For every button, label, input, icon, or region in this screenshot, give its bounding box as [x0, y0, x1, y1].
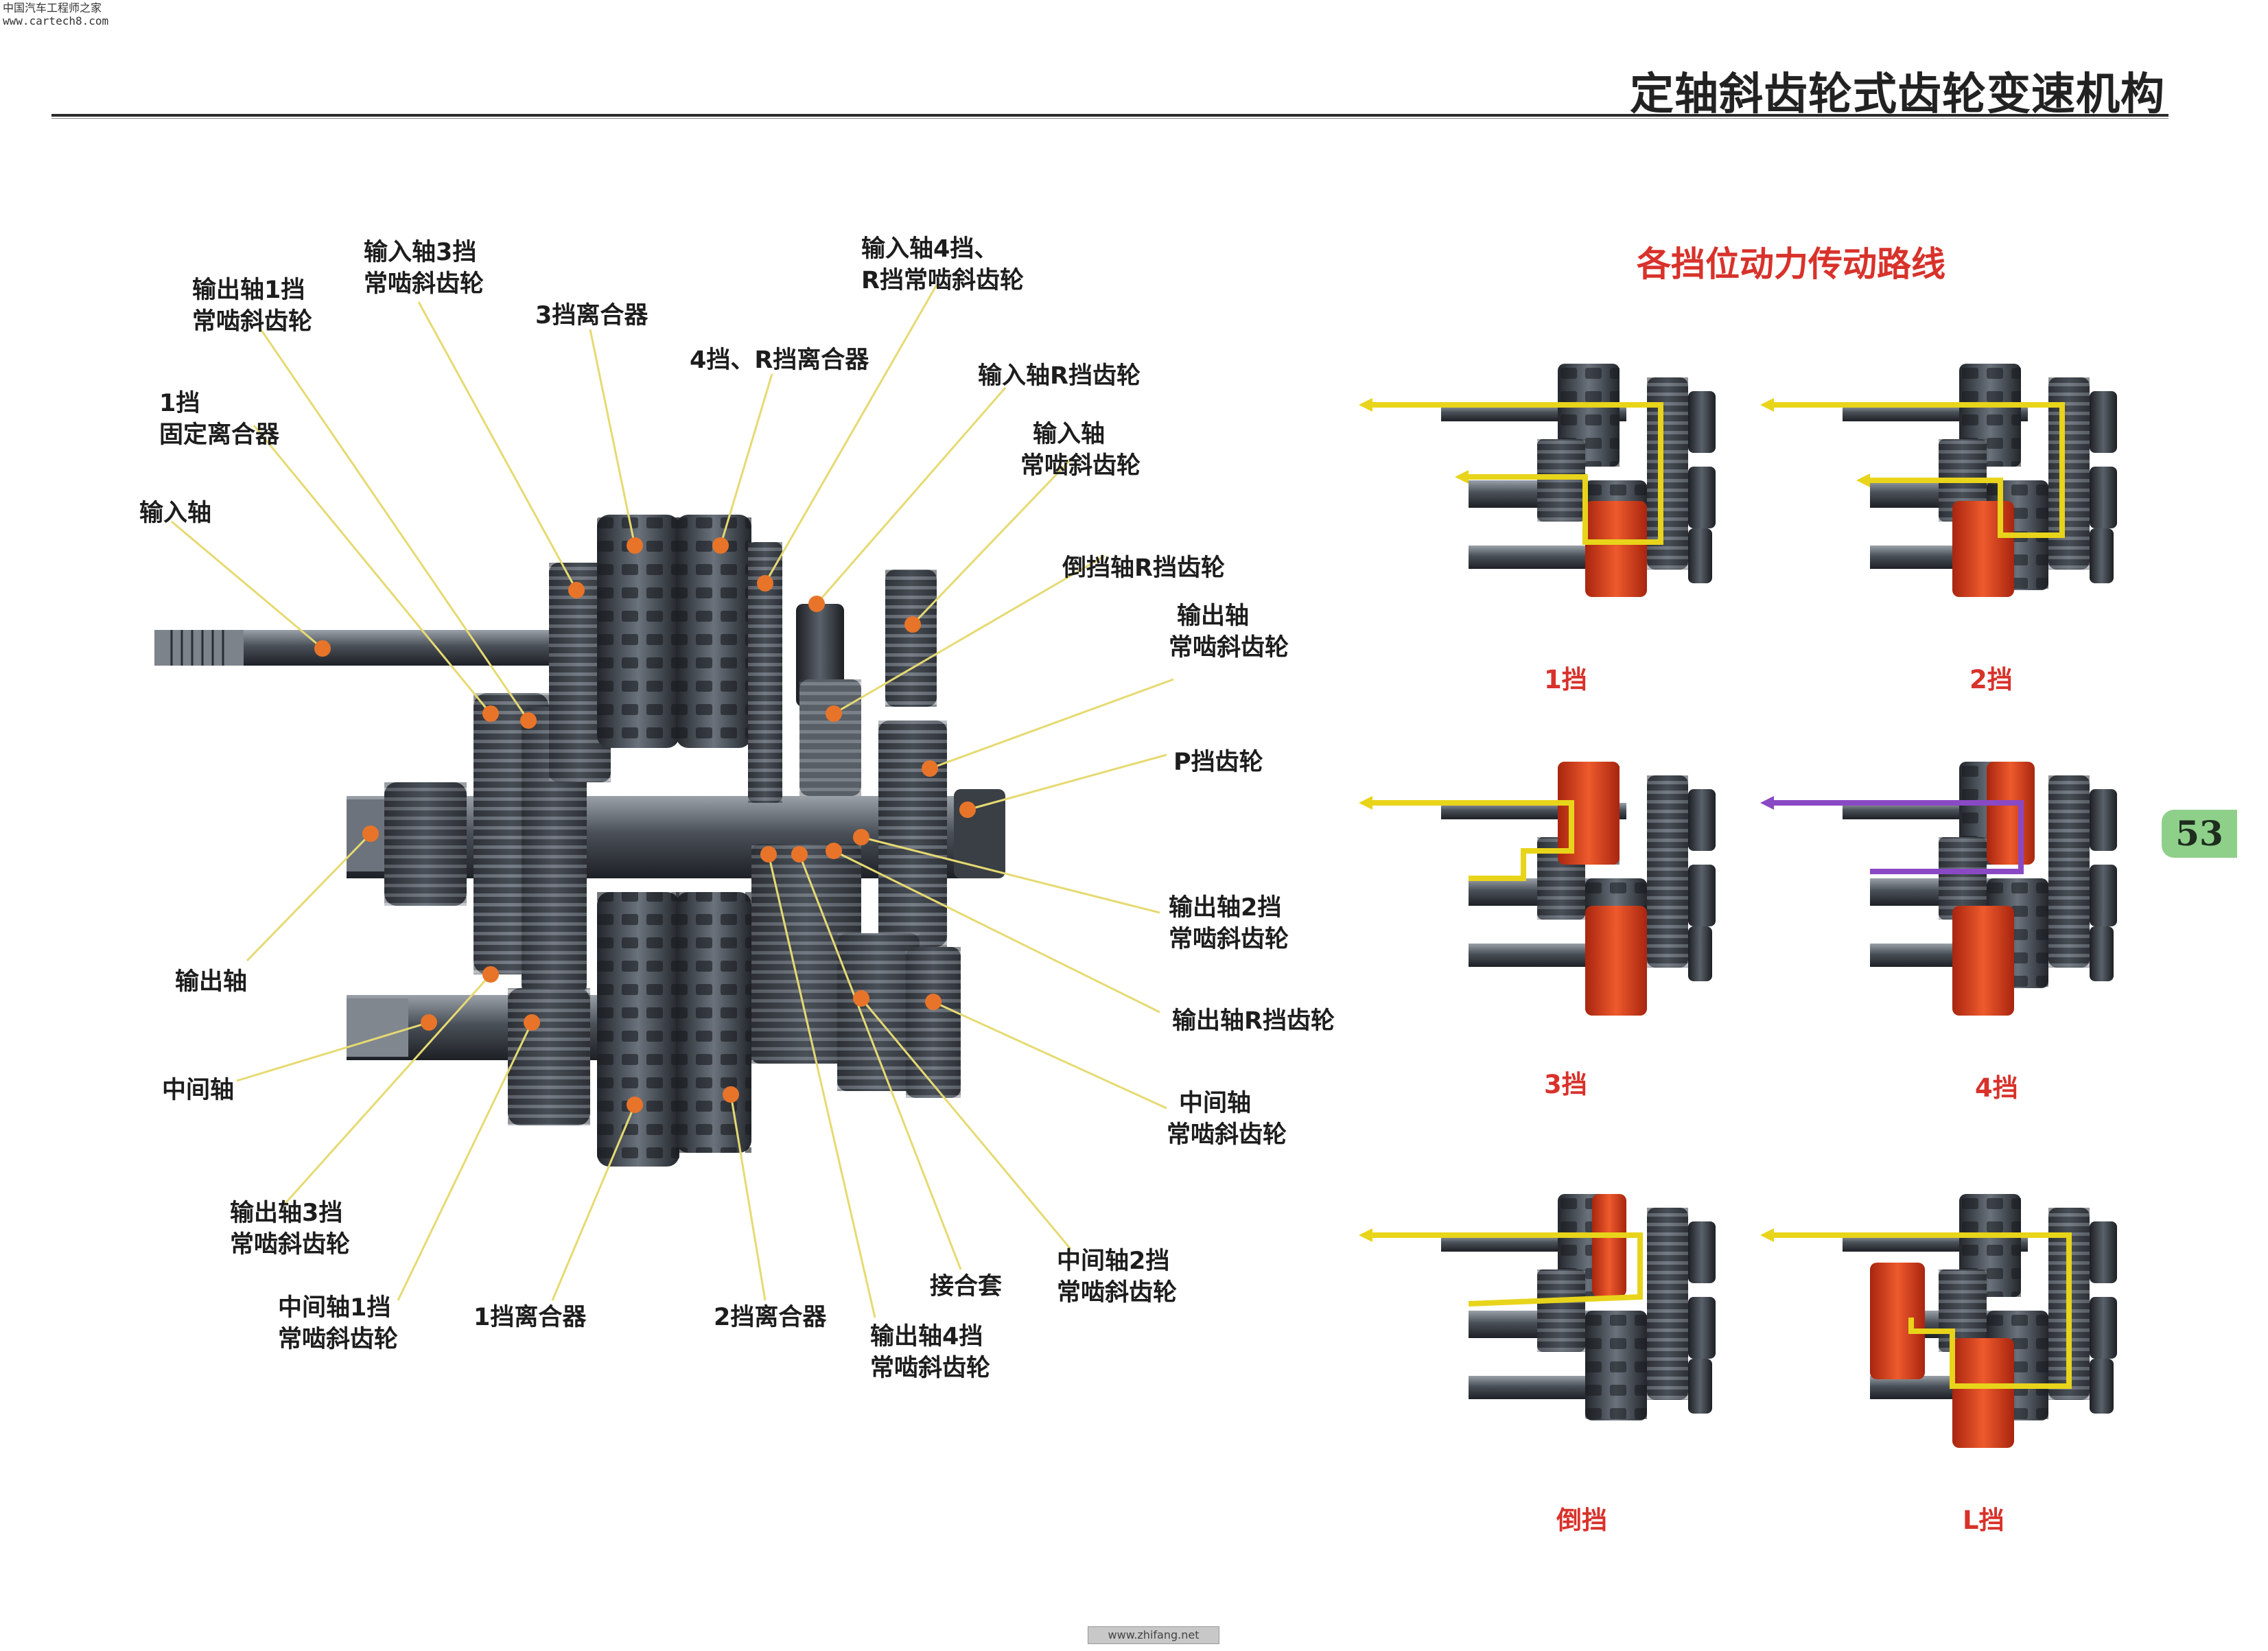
gear-label-2: 2挡 — [1969, 659, 2013, 696]
panel-1 — [1359, 364, 1716, 597]
callout-countershaft-helical-gear: 中间轴常啮斜齿轮 — [1167, 1088, 1287, 1151]
callout-output-shaft: 输出轴 — [175, 966, 247, 998]
gear-label-3: 3挡 — [1544, 1064, 1587, 1101]
callout-output-shaft-1st-gear: 输出轴1挡常啮斜齿轮 — [192, 274, 312, 338]
callout-3rd-clutch: 3挡离合器 — [535, 300, 648, 331]
callout-input-shaft-helical-gear: 输入轴常啮斜齿轮 — [1020, 419, 1141, 482]
callout-output-shaft-helical-gear: 输出轴常啮斜齿轮 — [1169, 600, 1289, 664]
callout-output-shaft-2nd-gear: 输出轴2挡常啮斜齿轮 — [1169, 892, 1289, 955]
panel-2 — [1760, 364, 2117, 597]
callout-output-shaft-4th-gear: 输出轴4挡常啮斜齿轮 — [870, 1321, 990, 1384]
page-number: 53 — [2162, 810, 2237, 858]
callout-countershaft-2nd-gear: 中间轴2挡常啮斜齿轮 — [1057, 1245, 1177, 1309]
callout-4th-r-clutch: 4挡、R挡离合器 — [690, 344, 869, 376]
callout-p-gear: P挡齿轮 — [1173, 747, 1263, 778]
callout-1st-fixed-clutch: 1挡固定离合器 — [159, 388, 279, 451]
callout-reverse-shaft-r-gear: 倒挡轴R挡齿轮 — [1062, 552, 1225, 584]
callout-1st-clutch: 1挡离合器 — [474, 1302, 586, 1333]
panel-3 — [1359, 762, 1716, 1016]
panel-4 — [1760, 762, 2117, 1016]
gear-label-1: 1挡 — [1544, 659, 1587, 696]
callout-input-shaft-3rd-gear: 输入轴3挡常啮斜齿轮 — [364, 237, 484, 300]
callout-countershaft-1st-gear: 中间轴1挡常啮斜齿轮 — [278, 1292, 398, 1355]
callout-2nd-clutch: 2挡离合器 — [714, 1302, 826, 1333]
callout-input-shaft-4th-r-gear: 输入轴4挡、R挡常啮斜齿轮 — [861, 233, 1024, 296]
panel-l — [1760, 1194, 2117, 1448]
callout-output-shaft-3rd-gear: 输出轴3挡常啮斜齿轮 — [230, 1197, 350, 1261]
callout-sleeve: 接合套 — [930, 1271, 1002, 1302]
footer-watermark: www.zhifang.net — [1088, 1626, 1219, 1644]
gear-label-4: 4挡 — [1975, 1067, 2018, 1104]
callout-output-shaft-r-gear: 输出轴R挡齿轮 — [1172, 1005, 1335, 1037]
callout-input-shaft-r-gear: 输入轴R挡齿轮 — [978, 360, 1141, 392]
panel-reverse — [1359, 1194, 1716, 1420]
callout-countershaft: 中间轴 — [162, 1075, 234, 1106]
gear-label-reverse: 倒挡 — [1556, 1499, 1607, 1536]
callout-input-shaft: 输入轴 — [139, 497, 211, 529]
gear-label-l: L挡 — [1963, 1499, 2004, 1536]
gear-panels — [1359, 364, 2117, 1448]
